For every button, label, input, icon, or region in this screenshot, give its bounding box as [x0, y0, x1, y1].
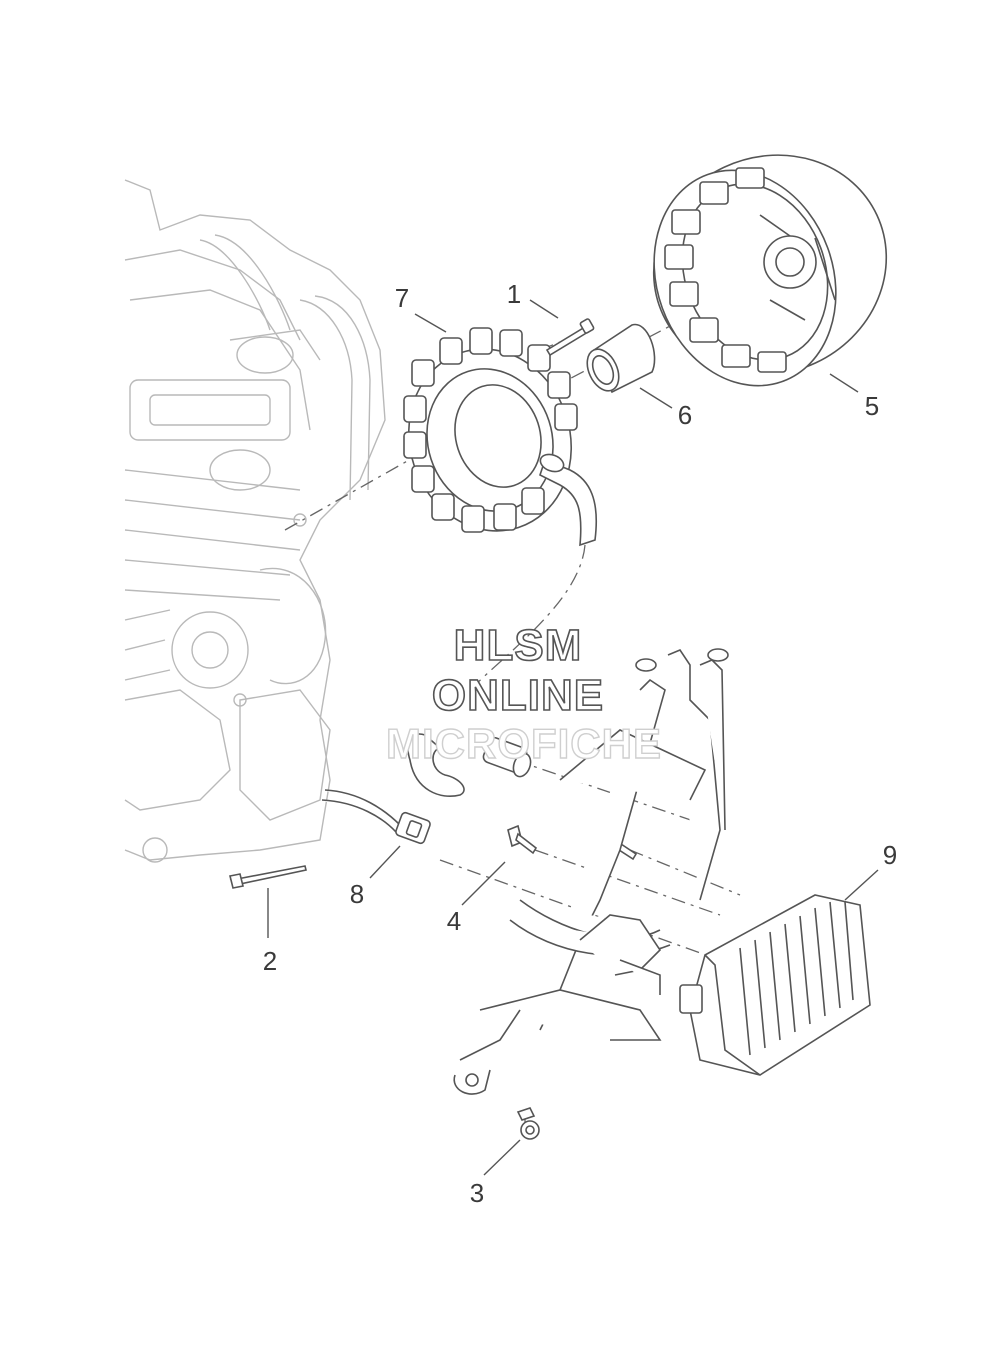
- stator-lead-plug: [407, 733, 532, 797]
- stator: [403, 327, 598, 547]
- stator-bolt: [545, 318, 595, 357]
- leader-lines: [267, 299, 879, 1176]
- callout-5: 5: [865, 391, 879, 421]
- callout-2: 2: [263, 946, 277, 976]
- cable-tie: [229, 865, 307, 889]
- callout-7: 7: [395, 283, 409, 313]
- stator-lead-wire: [539, 458, 598, 547]
- callout-4: 4: [447, 906, 461, 936]
- watermark-line-3: MICROFICHE: [386, 720, 662, 767]
- stator-connector-harness: [321, 789, 431, 845]
- mounting-bracket: [453, 648, 729, 1095]
- watermark-line-1: HLSM: [454, 621, 583, 670]
- watermark-line-2: ONLINE: [432, 671, 604, 720]
- callout-6: 6: [678, 400, 692, 430]
- callout-3: 3: [470, 1178, 484, 1208]
- watermark: HLSM ONLINE MICROFICHE: [385, 620, 662, 768]
- rotor-spacer: [586, 323, 656, 394]
- rotor: [652, 154, 888, 387]
- regulator-fins: [739, 901, 854, 1056]
- bolt-right-axis-line: [629, 849, 741, 896]
- callout-8: 8: [350, 879, 364, 909]
- stator-wire-path: [469, 544, 586, 691]
- callout-numbers: 1 2 3 4 5 6 7 8 9: [263, 279, 897, 1208]
- rotor-magnets: [664, 167, 787, 373]
- stator-windings: [403, 327, 578, 533]
- voltage-regulator: [679, 894, 871, 1076]
- engine-background-drawing: [124, 179, 386, 863]
- wire-clip: [516, 1107, 540, 1140]
- callout-1: 1: [507, 279, 521, 309]
- callout-9: 9: [883, 840, 897, 870]
- bolt-left: [507, 824, 538, 855]
- bolt4-axis-line: [534, 849, 721, 916]
